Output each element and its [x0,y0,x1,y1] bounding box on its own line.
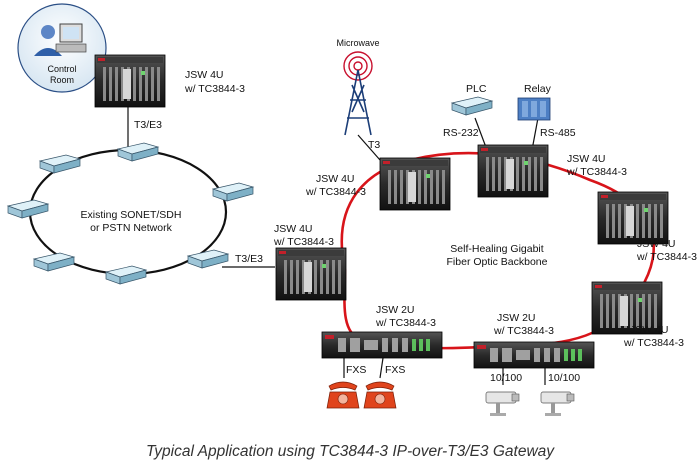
ring-label-2: Fiber Optic Backbone [447,256,548,268]
microwave-tower: Microwave T3 [336,38,380,151]
t3e3-top-label: T3/E3 [134,119,162,131]
plc-device: PLC RS-232 [443,83,493,139]
lan-2-label: 10/100 [548,372,580,384]
jsw-rb-sub: w/ TC3844-3 [623,337,684,349]
jsw-rt-sub: w/ TC3844-3 [566,166,627,178]
fxs-2-label: FXS [385,364,405,376]
microwave-label: Microwave [336,38,379,48]
workstation-icon [34,23,87,56]
jsw2u-right-label: JSW 2U [497,312,536,324]
jsw-rb-label: JSW 4U [630,324,669,336]
control-room: Control Room [17,3,107,93]
lan-1-label: 10/100 [490,372,522,384]
plc-label: PLC [466,83,487,95]
jsw2u-left-sub: w/ TC3844-3 [375,317,436,329]
camera-icon-2 [540,391,575,417]
control-room-label-1: Control [47,64,76,74]
relay-label: Relay [524,83,552,95]
sonet-network: Existing SONET/SDH or PSTN Network [7,142,254,285]
jsw2u-right-sub: w/ TC3844-3 [493,325,554,337]
jsw-center-label: JSW 4U [316,173,355,185]
cloud-label-1: Existing SONET/SDH [81,209,182,221]
jsw-4u-left: JSW 4U w/ TC3844-3 [273,223,347,301]
link-microwave [357,134,381,161]
t3-label: T3 [368,139,380,151]
rs485-label: RS-485 [540,127,576,139]
jsw-rt-label: JSW 4U [567,153,606,165]
jsw-4u-control: JSW 4U w/ TC3844-3 [94,54,245,108]
jsw-4u-right-top: JSW 4U w/ TC3844-3 [477,144,627,198]
rs232-label: RS-232 [443,127,479,139]
jsw-4u-right-mid: JSW 4U w/ TC3844-3 [597,191,697,263]
jsw-rm-label: JSW 4U [637,238,676,250]
jsw-left-label: JSW 4U [274,223,313,235]
relay-icon [517,97,551,121]
cable-links [127,100,546,385]
diagram-caption: Typical Application using TC3844-3 IP-ov… [146,443,555,460]
jsw-2u-left: JSW 2U w/ TC3844-3 [321,304,443,359]
ring-label-1: Self-Healing Gigabit [450,243,543,255]
jsw-top-label: JSW 4U [185,69,224,81]
phone-icon-1 [326,381,360,409]
control-room-label-2: Room [50,75,74,85]
jsw-4u-right-bottom: JSW 4U w/ TC3844-3 [591,281,684,349]
relay-device: Relay RS-485 [517,83,576,139]
cloud-label-2: or PSTN Network [90,222,172,234]
camera-icon-1 [485,391,520,417]
link-fxs-2 [379,357,384,379]
jsw-rm-sub: w/ TC3844-3 [636,251,697,263]
fxs-1-label: FXS [346,364,366,376]
jsw2u-left-label: JSW 2U [376,304,415,316]
jsw-4u-center: JSW 4U w/ TC3844-3 [305,157,451,211]
jsw-center-sub: w/ TC3844-3 [305,186,366,198]
jsw-top-sub: w/ TC3844-3 [184,83,245,95]
jsw-2u-right: JSW 2U w/ TC3844-3 [473,312,595,369]
phone-icon-2 [363,381,397,409]
antenna-icon [343,51,373,81]
jsw-left-sub: w/ TC3844-3 [273,236,334,248]
t3e3-mid-label: T3/E3 [235,253,263,265]
